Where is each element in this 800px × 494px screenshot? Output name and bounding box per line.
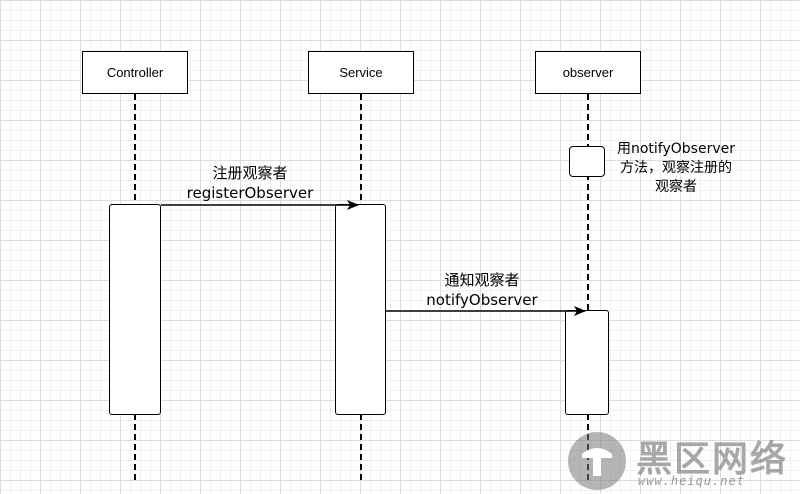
lifeline-service-head: Service — [308, 51, 414, 94]
lifeline-observer-head: observer — [535, 51, 641, 94]
note-line2: 方法，观察注册的 — [620, 160, 732, 176]
lifeline-observer-label: observer — [562, 65, 614, 80]
watermark: 黑区网络 www.heiqu.net — [566, 430, 796, 490]
register-message-line2: registerObserver — [186, 184, 314, 202]
lifeline-controller-head: Controller — [82, 51, 188, 94]
lifeline-service-label: Service — [339, 65, 383, 80]
notify-message-line1: 通知观察者 — [444, 271, 520, 289]
register-message-label: 注册观察者 registerObserver — [150, 163, 350, 203]
notify-message-label: 通知观察者 notifyObserver — [382, 270, 582, 310]
controller-activation — [109, 204, 161, 415]
service-activation — [335, 204, 386, 415]
notify-message-line2: notifyObserver — [426, 291, 538, 309]
note-line1: 用notifyObserver — [616, 141, 735, 157]
note-text: 用notifyObserver 方法，观察注册的 观察者 — [604, 140, 748, 197]
watermark-logo-icon — [568, 432, 626, 490]
watermark-url: www.heiqu.net — [638, 474, 745, 488]
lifeline-observer-line — [587, 94, 589, 480]
register-message-line1: 注册观察者 — [212, 164, 288, 182]
note-anchor-box — [569, 146, 605, 177]
watermark-text: 黑区网络 — [636, 439, 789, 480]
lifeline-controller-label: Controller — [106, 65, 164, 80]
note-line3: 观察者 — [655, 179, 697, 195]
observer-activation — [565, 310, 609, 415]
